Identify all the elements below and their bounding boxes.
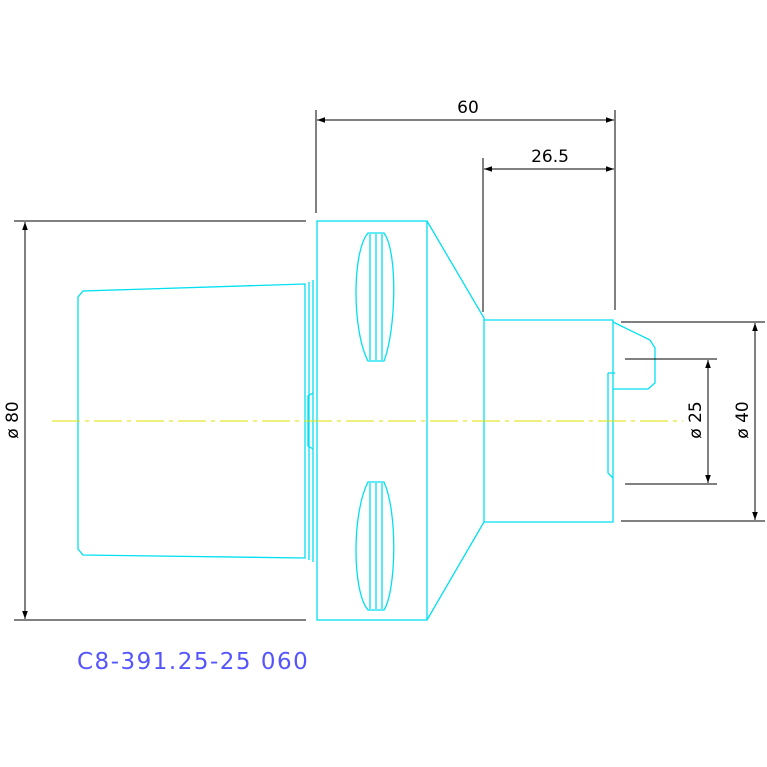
- dim-text-60: 60: [457, 98, 479, 118]
- drive-slot-bottom: [355, 481, 395, 611]
- cone: [426, 220, 485, 621]
- dim-text-diameter-80: ø 80: [3, 401, 23, 438]
- drive-slot-top: [355, 232, 395, 362]
- part-outline: [77, 220, 656, 621]
- dimensions: [14, 110, 765, 621]
- dim-text-26-5: 26.5: [531, 147, 569, 167]
- dim-text-diameter-25: ø 25: [686, 401, 706, 438]
- taper-shank: [77, 283, 306, 559]
- clamp-screw-inner: [607, 373, 614, 479]
- dim-text-diameter-40: ø 40: [733, 401, 753, 438]
- clamp-screw: [612, 321, 656, 390]
- part-number: C8-391.25-25 060: [77, 649, 309, 675]
